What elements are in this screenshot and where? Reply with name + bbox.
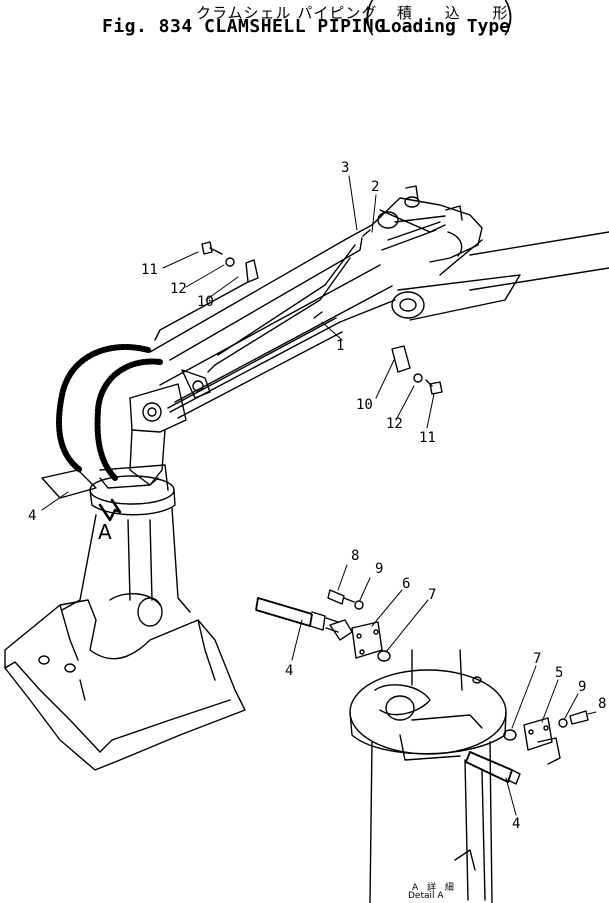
title-type-japanese: 積 込 形	[397, 4, 522, 22]
callout-10-lower: 10	[356, 397, 373, 413]
callout-4-detail: 4	[512, 816, 521, 832]
loose-parts-drawing	[41, 241, 589, 785]
callout-1: 1	[336, 338, 345, 354]
callout-2: 2	[371, 179, 380, 195]
callout-5: 5	[555, 665, 564, 681]
title-right-paren: )	[500, 0, 516, 40]
detail-caption-japanese: A 詳 細	[412, 883, 457, 893]
figure-title: Fig. 834 CLAMSHELL PIPING	[102, 16, 386, 37]
callout-11-upper: 11	[141, 262, 158, 278]
callout-4-main: 4	[28, 508, 37, 524]
callout-8-detail: 8	[598, 696, 607, 712]
clamshell-head-drawing	[4, 344, 246, 771]
callout-7-upper: 7	[428, 587, 437, 603]
callout-11-lower: 11	[419, 430, 436, 446]
callout-9-upper: 9	[375, 561, 384, 577]
figure-type: Loading Type	[380, 16, 511, 37]
callout-9-detail: 9	[578, 679, 587, 695]
callout-10-upper: 10	[197, 294, 214, 310]
callout-12-upper: 12	[170, 281, 187, 297]
title-left-paren: (	[362, 0, 378, 40]
boom-drawing	[391, 231, 609, 321]
detail-a-drawing	[349, 649, 507, 903]
callout-4-fitting: 4	[285, 663, 294, 679]
arm-drawing	[149, 185, 483, 419]
view-a-label: A	[98, 520, 112, 544]
callout-8-upper: 8	[351, 548, 360, 564]
callout-7-detail: 7	[533, 651, 542, 667]
callout-6: 6	[402, 576, 411, 592]
callout-12-lower: 12	[386, 416, 403, 432]
callout-3: 3	[341, 160, 350, 176]
leader-lines	[41, 175, 597, 816]
title-japanese: クラムシェル パイピング	[196, 4, 378, 22]
detail-caption: Detail A	[408, 891, 444, 901]
